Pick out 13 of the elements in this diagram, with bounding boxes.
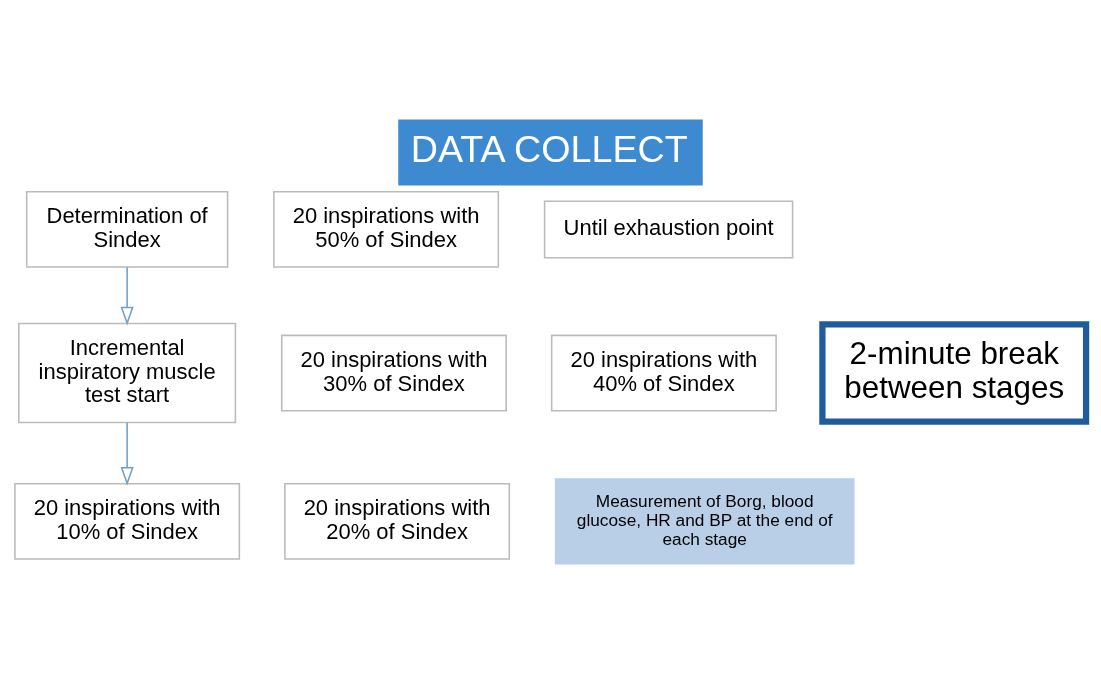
node-box: 2-minute break between stages	[819, 320, 1090, 425]
arrow	[120, 421, 134, 486]
node-box: 20 inspirations with 50% of Sindex	[273, 190, 500, 268]
node-box: 20 inspirations with 10% of Sindex	[14, 482, 241, 560]
node-box: Incremental inspiratory muscle test start	[18, 322, 237, 423]
node-box: Measurement of Borg, blood glucose, HR and BP at the end of each stage	[554, 477, 855, 564]
diagram-title: DATA COLLECT	[410, 127, 688, 170]
node-box: 20 inspirations with 30% of Sindex	[280, 334, 507, 411]
node-box: 20 inspirations with 20% of Sindex	[284, 482, 511, 560]
node-box: 20 inspirations with 40% of Sindex	[550, 334, 777, 411]
node-box: Until exhaustion point	[543, 199, 794, 258]
node-box: Determination of Sindex	[25, 190, 229, 268]
arrow	[120, 265, 134, 326]
